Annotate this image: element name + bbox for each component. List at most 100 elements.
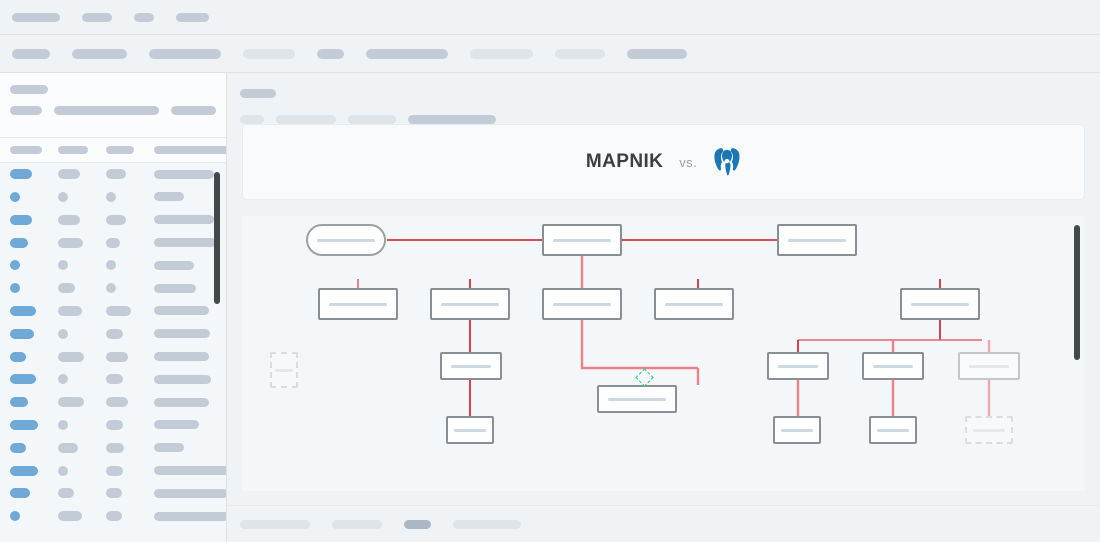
row-cell-1-bar (58, 191, 68, 202)
diagram-node-label-placeholder (329, 302, 387, 306)
row-cell-2 (106, 325, 154, 343)
main-breadcrumb-3 (408, 115, 496, 124)
row-cell-2-bar (106, 419, 123, 430)
sidebar-header (0, 73, 226, 137)
row-badge-bar (10, 374, 36, 385)
row-cell-2 (106, 393, 154, 411)
table-row[interactable] (0, 323, 226, 346)
table-row[interactable] (0, 300, 226, 323)
sidebar-column-header-3[interactable] (154, 141, 226, 159)
diagram-node[interactable] (306, 224, 386, 256)
table-row[interactable] (0, 368, 226, 391)
row-badge (10, 416, 58, 434)
diagram-node[interactable] (654, 288, 734, 320)
sidebar-row-list (0, 163, 226, 528)
diagram-node[interactable] (542, 288, 622, 320)
diagram-node[interactable] (270, 352, 298, 388)
lineage-diagram-canvas[interactable] (242, 216, 1085, 491)
row-cell-1-bar (58, 465, 68, 476)
row-cell-1 (58, 165, 106, 183)
row-badge-bar (10, 260, 20, 271)
row-cell-2 (106, 507, 154, 525)
row-cell-1-bar (58, 351, 84, 362)
diagram-node[interactable] (446, 416, 494, 444)
diagram-node-label-placeholder (441, 302, 499, 306)
table-row[interactable] (0, 505, 226, 528)
table-row[interactable] (0, 414, 226, 437)
row-cell-2-bar (106, 283, 116, 294)
row-badge-bar (10, 237, 28, 248)
row-badge-bar (10, 328, 34, 339)
diagram-node[interactable] (900, 288, 980, 320)
table-row[interactable] (0, 209, 226, 232)
diagram-node[interactable] (440, 352, 502, 380)
main-title-row (240, 85, 1087, 103)
status-item-2 (404, 519, 431, 529)
toolbar-item-0 (12, 48, 50, 59)
row-badge-bar (10, 442, 26, 453)
status-item-0 (240, 519, 310, 529)
diagram-node[interactable] (773, 416, 821, 444)
page-title: MAPNIK (585, 151, 664, 172)
row-cell-3-bar (154, 306, 209, 316)
row-badge (10, 507, 58, 525)
diagram-node[interactable] (869, 416, 917, 444)
table-row[interactable] (0, 186, 226, 209)
table-row[interactable] (0, 254, 226, 277)
row-cell-1-bar (58, 283, 75, 294)
sidebar-column-header-0[interactable] (10, 141, 58, 159)
diagram-node[interactable] (958, 352, 1020, 380)
column-header-bar-0 (10, 145, 42, 154)
diagram-node[interactable] (767, 352, 829, 380)
row-cell-1 (58, 188, 106, 206)
row-cell-3-bar (154, 420, 199, 430)
row-cell-1 (58, 485, 106, 503)
diagram-node[interactable] (542, 224, 622, 256)
row-cell-1 (58, 416, 106, 434)
table-row[interactable] (0, 437, 226, 460)
row-cell-2-bar (106, 328, 123, 339)
table-row[interactable] (0, 231, 226, 254)
row-cell-1-bar (58, 169, 80, 180)
table-row[interactable] (0, 482, 226, 505)
sidebar-column-header-2[interactable] (106, 141, 154, 159)
diagram-node[interactable] (318, 288, 398, 320)
diagram-node[interactable] (597, 385, 677, 413)
row-cell-3 (154, 348, 226, 366)
sidebar-scrollbar[interactable] (214, 172, 220, 304)
diagram-node[interactable] (965, 416, 1013, 444)
row-cell-2 (106, 371, 154, 389)
row-cell-2 (106, 302, 154, 320)
row-cell-3 (154, 257, 226, 275)
row-cell-2-bar (106, 260, 116, 271)
toolbar-row-1 (0, 0, 1100, 35)
sidebar-column-headers (0, 137, 226, 163)
diagram-node[interactable] (430, 288, 510, 320)
sidebar-column-header-1[interactable] (58, 141, 106, 159)
row-badge-bar (10, 305, 36, 316)
diagram-node[interactable] (777, 224, 857, 256)
row-cell-1 (58, 507, 106, 525)
row-cell-2 (106, 188, 154, 206)
table-row[interactable] (0, 163, 226, 186)
diagram-node-label-placeholder (873, 364, 913, 368)
table-row[interactable] (0, 345, 226, 368)
canvas-scrollbar[interactable] (1074, 225, 1080, 360)
row-cell-2-bar (106, 214, 126, 225)
postgresql-elephant-icon (713, 147, 741, 177)
row-badge-bar (10, 191, 20, 202)
toolbar-item-2 (134, 12, 154, 22)
toolbar-item-3 (243, 48, 295, 59)
row-cell-1 (58, 462, 106, 480)
diagram-node[interactable] (862, 352, 924, 380)
diagram-node-label-placeholder (553, 238, 611, 242)
table-row[interactable] (0, 391, 226, 414)
table-row[interactable] (0, 277, 226, 300)
row-badge (10, 325, 58, 343)
diagram-node-label-placeholder (781, 428, 813, 432)
table-row[interactable] (0, 459, 226, 482)
row-cell-2 (106, 165, 154, 183)
sidebar-title (10, 85, 48, 94)
diagram-node-label-placeholder (317, 238, 375, 242)
row-cell-3 (154, 165, 226, 183)
